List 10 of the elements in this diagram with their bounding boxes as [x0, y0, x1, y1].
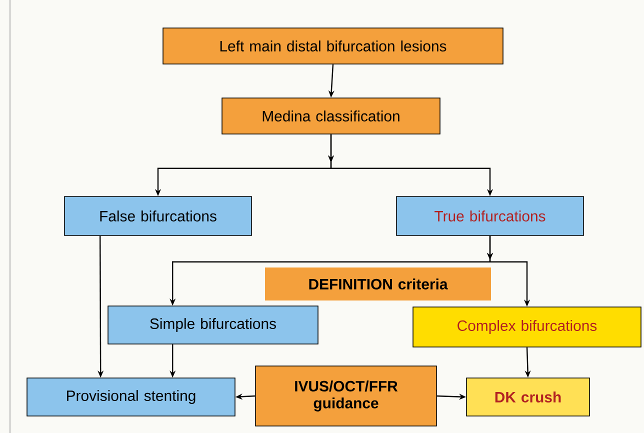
process-box: Complex bifurcations [412, 306, 642, 348]
process-box: False bifurcations [64, 196, 252, 236]
process-box: DEFINITION criteria [265, 268, 491, 300]
process-box: DK crush [466, 378, 590, 416]
process-box: Medina classification [222, 98, 440, 134]
process-box: IVUS/OCT/FFR guidance [255, 366, 437, 426]
process-box: Provisional stenting [26, 378, 236, 416]
process-box: True bifurcations [396, 196, 584, 236]
process-box: Left main distal bifurcation lesions [162, 28, 504, 64]
process-box: Simple bifurcations [108, 306, 318, 344]
